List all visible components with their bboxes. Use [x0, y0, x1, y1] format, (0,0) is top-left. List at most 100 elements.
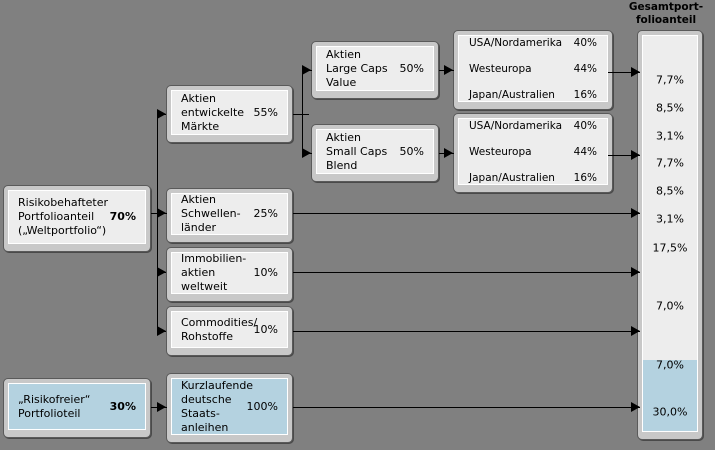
regions-large-list: USA/Nordamerika 40% Westeuropa 44% Japan… [459, 30, 607, 108]
node-developed-markets[interactable]: Aktien entwickelte Märkte 55% [166, 85, 293, 143]
connector-regions-small-to-result [608, 155, 640, 156]
connector-developed-bus [302, 70, 303, 153]
region-name: USA/Nordamerika [469, 36, 563, 49]
node-line: Rohstoffe [181, 329, 233, 343]
node-percent: 50% [399, 144, 424, 158]
node-small-caps-blend-body: Aktien Small Caps Blend 50% [316, 129, 434, 174]
result-value: 7,7% [656, 156, 684, 170]
node-emerging-markets[interactable]: Aktien Schwellen- länder 25% [166, 188, 293, 243]
node-line: weltweit [181, 280, 228, 293]
node-risky-portfolio-body: Risikobehafteter Portfolioanteil („Weltp… [8, 190, 146, 244]
node-government-bonds-text: Kurzlaufende deutsche Staats- anleihen 1… [172, 379, 287, 435]
node-small-caps-blend[interactable]: Aktien Small Caps Blend 50% [311, 124, 439, 182]
region-percent: 40% [573, 119, 597, 132]
arrow-small-to-regions [444, 148, 453, 158]
connector-risky-bus [157, 114, 158, 332]
node-commodities[interactable]: Commodities/ Rohstoffe 10% [166, 306, 293, 356]
node-line: („Weltportfolio“) [18, 224, 107, 237]
node-real-estate-body: Immobilien- aktien weltweit 10% [171, 252, 288, 294]
node-regions-large-caps[interactable]: USA/Nordamerika 40% Westeuropa 44% Japan… [453, 30, 613, 110]
node-line: aktien [181, 266, 216, 279]
node-line: Märkte [181, 119, 220, 133]
connector-regions-large-to-result [608, 72, 640, 73]
node-line: Aktien [326, 130, 362, 144]
node-emerging-markets-body: Aktien Schwellen- länder 25% [171, 193, 288, 235]
region-row: USA/Nordamerika 40% [469, 113, 597, 139]
node-regions-small-caps-body: USA/Nordamerika 40% Westeuropa 44% Japan… [458, 118, 608, 185]
node-percent: 25% [253, 207, 278, 220]
node-percent: 50% [399, 61, 424, 75]
node-line: Portfolioanteil [18, 210, 95, 223]
region-name: Westeuropa [469, 62, 532, 75]
arrow-to-large-caps [302, 65, 311, 75]
region-name: USA/Nordamerika [469, 119, 563, 132]
node-percent: 100% [246, 399, 278, 413]
node-riskfree-portfolio[interactable]: „Risikofreier“ Portfolioteil 30% [3, 378, 151, 438]
arrow-to-emerging [157, 208, 166, 218]
node-government-bonds[interactable]: Kurzlaufende deutsche Staats- anleihen 1… [166, 373, 293, 443]
result-value: 8,5% [656, 184, 684, 198]
connector-bonds-to-result [293, 407, 640, 408]
connector-commodities-to-result [293, 331, 640, 332]
arrow-to-small-caps [302, 148, 311, 158]
arrow-real-estate-to-result [631, 267, 640, 277]
regions-small-list: USA/Nordamerika 40% Westeuropa 44% Japan… [459, 113, 607, 191]
region-percent: 16% [573, 88, 597, 101]
node-line: Aktien [181, 91, 217, 105]
node-line: anleihen [181, 420, 229, 434]
result-value: 17,5% [652, 241, 688, 255]
node-line: Immobilien- [181, 252, 247, 265]
arrow-emerging-to-result [631, 208, 640, 218]
node-percent: 10% [253, 266, 278, 279]
result-value: 7,0% [656, 358, 684, 372]
arrow-to-developed [157, 109, 166, 119]
connector-real-estate-to-result [293, 272, 640, 273]
result-column-title: Gesamtport- folioanteil [628, 1, 704, 26]
result-value: 7,0% [656, 299, 684, 313]
node-risky-portfolio[interactable]: Risikobehafteter Portfolioanteil („Weltp… [3, 185, 151, 252]
node-risky-portfolio-text: Risikobehafteter Portfolioanteil („Weltp… [9, 196, 145, 238]
region-percent: 40% [573, 36, 597, 49]
node-large-caps-value-text: Aktien Large Caps Value 50% [317, 48, 433, 90]
result-column-inner: 7,7% 8,5% 3,1% 7,7% 8,5% 3,1% 17,5% 7,0%… [642, 35, 698, 432]
region-row: Westeuropa 44% [469, 56, 597, 82]
connector-emerging-to-result [293, 213, 640, 214]
node-percent: 55% [253, 105, 278, 119]
node-small-caps-blend-text: Aktien Small Caps Blend 50% [317, 131, 433, 173]
region-name: Japan/Australien [469, 88, 555, 101]
result-column-riskfree-fill [643, 360, 697, 431]
node-real-estate[interactable]: Immobilien- aktien weltweit 10% [166, 247, 293, 302]
region-row: Japan/Australien 16% [469, 165, 597, 191]
node-line: Staats- [181, 406, 220, 420]
node-line: Large Caps [326, 61, 388, 75]
region-row: USA/Nordamerika 40% [469, 30, 597, 56]
node-line: Schwellen- [181, 207, 241, 220]
arrow-to-real-estate [157, 267, 166, 277]
node-line: Value [326, 75, 357, 89]
node-developed-markets-text: Aktien entwickelte Märkte 55% [172, 92, 287, 134]
arrow-regions-large-to-result [631, 67, 640, 77]
node-line: „Risikofreier“ [18, 392, 91, 406]
node-percent: 10% [253, 322, 278, 336]
node-riskfree-portfolio-text: „Risikofreier“ Portfolioteil 30% [9, 393, 145, 421]
node-regions-large-caps-body: USA/Nordamerika 40% Westeuropa 44% Japan… [458, 35, 608, 102]
result-column: 7,7% 8,5% 3,1% 7,7% 8,5% 3,1% 17,5% 7,0%… [637, 30, 703, 440]
node-large-caps-value-body: Aktien Large Caps Value 50% [316, 46, 434, 91]
node-emerging-markets-text: Aktien Schwellen- länder 25% [172, 193, 287, 235]
node-large-caps-value[interactable]: Aktien Large Caps Value 50% [311, 41, 439, 99]
node-line: Portfolioteil [18, 406, 81, 420]
node-real-estate-text: Immobilien- aktien weltweit 10% [172, 252, 287, 294]
node-line: Commodities/ [181, 315, 258, 329]
node-line: Aktien [181, 193, 217, 206]
node-developed-markets-body: Aktien entwickelte Märkte 55% [171, 90, 288, 135]
node-line: länder [181, 221, 217, 234]
arrow-bonds-to-result [631, 402, 640, 412]
region-name: Japan/Australien [469, 171, 555, 184]
node-regions-small-caps[interactable]: USA/Nordamerika 40% Westeuropa 44% Japan… [453, 113, 613, 193]
node-government-bonds-body: Kurzlaufende deutsche Staats- anleihen 1… [171, 378, 288, 435]
result-value: 3,1% [656, 129, 684, 143]
result-value: 3,1% [656, 212, 684, 226]
region-row: Japan/Australien 16% [469, 82, 597, 108]
result-value: 30,0% [652, 405, 688, 419]
node-line: Aktien [326, 47, 362, 61]
